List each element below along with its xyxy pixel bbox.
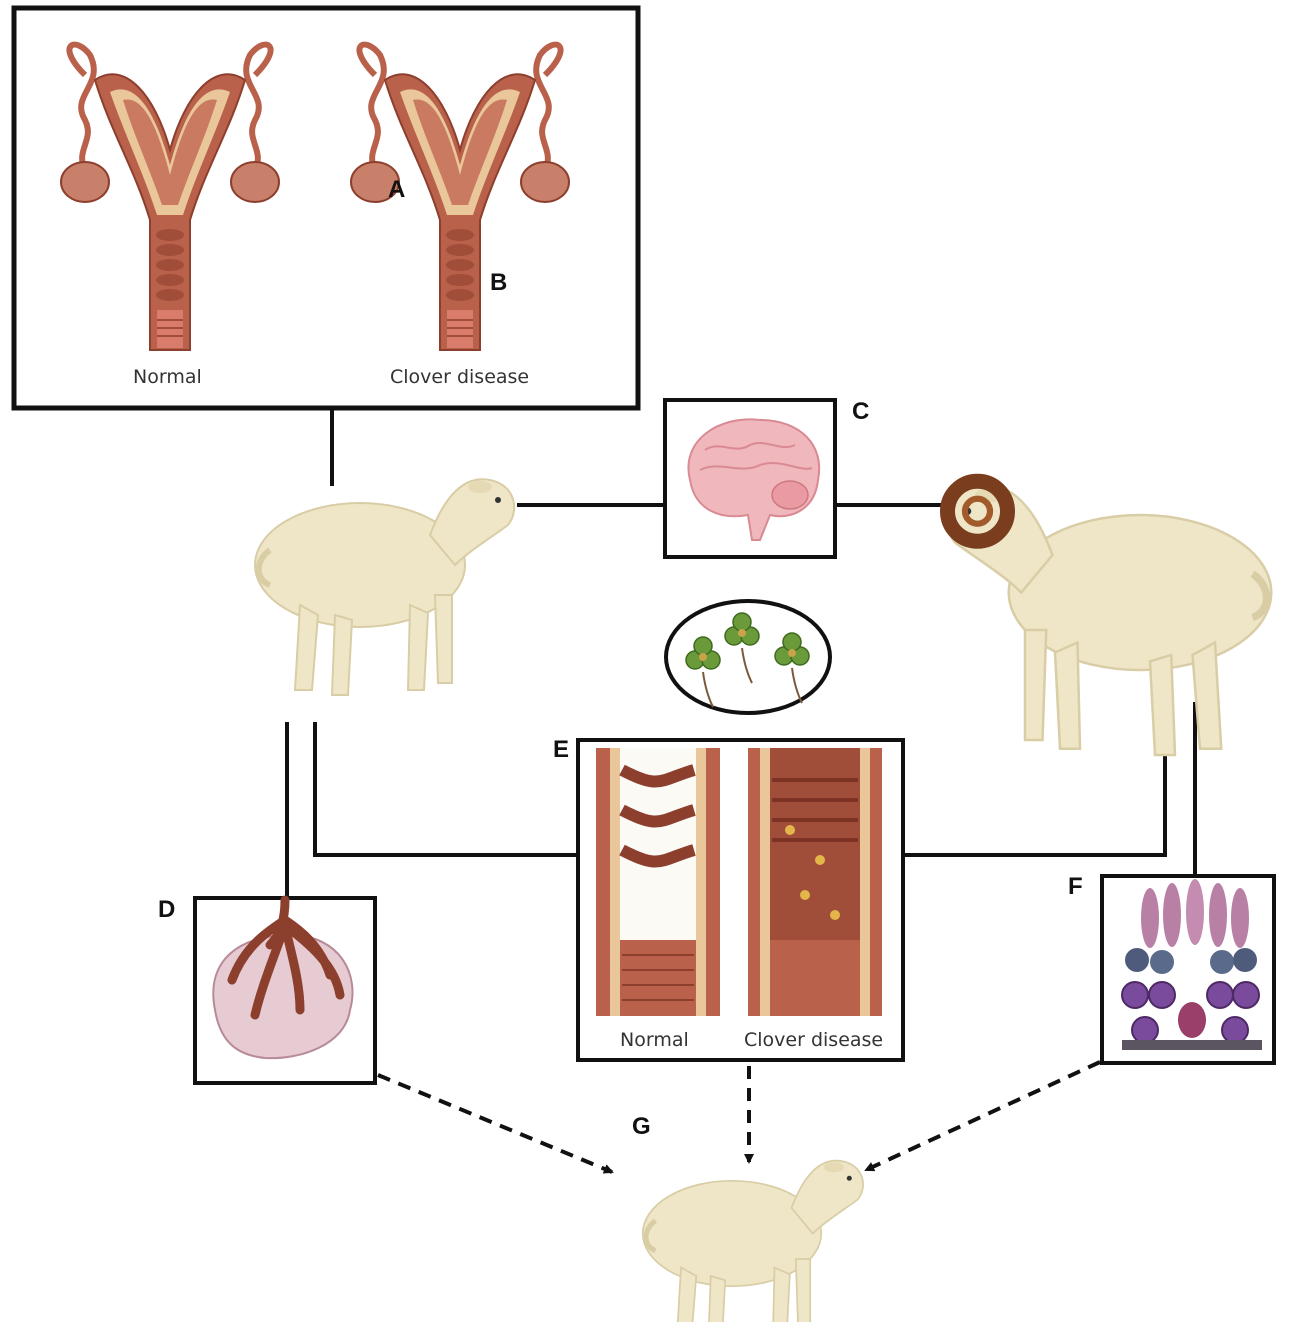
tract-clover-disease-caption: Clover disease — [390, 366, 530, 388]
arrow-f-to-g — [864, 1060, 1101, 1172]
cervix-clover-disease-caption: Clover disease — [744, 1029, 884, 1051]
ovary-illustration — [212, 895, 354, 1060]
tract-normal-caption: Normal — [133, 366, 202, 388]
label-e: E — [553, 736, 570, 763]
connector-lines — [285, 408, 1197, 898]
label-d: D — [158, 896, 176, 923]
label-b: B — [490, 269, 508, 296]
label-c: C — [852, 398, 870, 425]
brain-illustration — [687, 418, 821, 541]
ram-illustration — [940, 473, 1271, 755]
cell-illustration — [1121, 879, 1262, 1050]
arrow-d-to-g — [377, 1073, 614, 1174]
outcome-arrows — [377, 1060, 1101, 1174]
label-g: G — [632, 1113, 651, 1140]
tract-panel — [11, 5, 641, 411]
ewe-illustration — [255, 479, 514, 695]
normal-cervix-illustration — [596, 748, 720, 1016]
label-a: A — [388, 176, 406, 203]
cervix-normal-caption: Normal — [620, 1029, 689, 1051]
clover-ellipse — [664, 599, 832, 715]
lamb-illustration — [643, 1161, 863, 1322]
clover-disease-cervix-illustration — [748, 748, 882, 1016]
label-f: F — [1068, 873, 1083, 900]
